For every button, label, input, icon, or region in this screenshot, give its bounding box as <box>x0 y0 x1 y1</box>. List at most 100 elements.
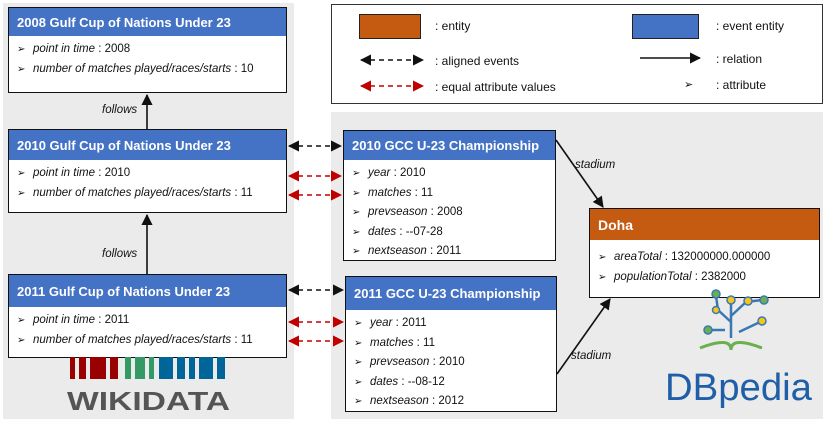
attribute-value: : 2010 <box>429 356 465 368</box>
legend-aligned-events-label: : aligned events <box>435 54 520 68</box>
attribute-row: ➢ number of matches played/races/starts :… <box>17 60 278 80</box>
attribute-bullet-icon: ➢ <box>352 168 361 179</box>
legend-equal-values-label: : equal attribute values <box>435 80 556 94</box>
attribute-row: ➢ populationTotal : 2382000 <box>598 268 811 288</box>
attribute-bullet-icon: ➢ <box>17 168 26 179</box>
attribute-bullet-icon: ➢ <box>352 207 361 218</box>
attribute-row: ➢nextseason : 2011 <box>352 242 547 262</box>
attribute-row: ➢ dates : --08-12 <box>354 373 548 393</box>
attribute-bullet-icon: ➢ <box>17 44 26 55</box>
attribute-value: : 132000000.000000 <box>661 251 771 263</box>
attribute-row: ➢prevseason : 2008 <box>352 203 547 223</box>
legend-attribute-bullet-icon: ➢ <box>684 79 694 91</box>
attribute-bullet-icon: ➢ <box>17 315 26 326</box>
node-title: 2008 Gulf Cup of Nations Under 23 <box>9 8 286 36</box>
attribute-key: prevseason <box>370 356 430 368</box>
stadium-arrow <box>555 139 604 208</box>
attribute-key: areaTotal <box>614 251 662 263</box>
attribute-row: ➢ prevseason : 2010 <box>354 353 548 373</box>
attribute-key: year <box>370 317 393 329</box>
wikidata-node-2008: 2008 Gulf Cup of Nations Under 23 ➢ point… <box>8 7 287 93</box>
attribute-bullet-icon: ➢ <box>354 357 363 368</box>
follows-label: follows <box>102 248 138 260</box>
attribute-row: ➢ point in time : 2010 <box>17 164 278 184</box>
attribute-key: number of matches played/races/starts <box>33 333 232 346</box>
attribute-value: : --07-28 <box>396 225 443 238</box>
attribute-key: matches <box>370 336 414 349</box>
node-title: 2011 GCC U-23 Championship <box>346 277 556 310</box>
attribute-bullet-icon: ➢ <box>352 187 361 199</box>
stadium-arrow <box>556 298 611 375</box>
attribute-row: ➢matches : 11 <box>354 334 548 354</box>
attribute-row: ➢dates : --07-28 <box>352 223 547 243</box>
attribute-value: : 11 <box>231 186 253 199</box>
attribute-bullet-icon: ➢ <box>598 271 607 283</box>
attribute-row: ➢areaTotal : 132000000.000000 <box>598 248 811 268</box>
attribute-bullet-icon: ➢ <box>17 63 26 75</box>
attribute-bullet-icon: ➢ <box>352 226 361 238</box>
wikidata-logo-text: WIKIDATA <box>67 386 230 416</box>
dbpedia-entity-doha: Doha ➢areaTotal : 132000000.000000 ➢ popu… <box>589 208 820 298</box>
wikidata-node-2011: 2011 Gulf Cup of Nations Under 23 ➢ point… <box>8 274 287 358</box>
node-attributes: ➢ year : 2010 ➢ matches : 11 ➢prevseason :… <box>344 160 555 262</box>
legend: : entity : event entity : aligned events… <box>331 4 823 104</box>
node-attributes: ➢ point in time : 2010 ➢ number of matches… <box>9 160 286 203</box>
attribute-bullet-icon: ➢ <box>17 334 26 346</box>
legend-event-swatch <box>632 14 699 39</box>
legend-event-entity-label: : event entity <box>716 19 785 33</box>
entity-attributes: ➢areaTotal : 132000000.000000 ➢ populatio… <box>590 240 819 287</box>
attribute-key: point in time <box>33 167 96 179</box>
attribute-key: number of matches played/races/starts <box>33 186 232 199</box>
node-title: 2011 Gulf Cup of Nations Under 23 <box>9 275 286 307</box>
attribute-value: : 2382000 <box>691 270 746 283</box>
attribute-bullet-icon: ➢ <box>354 337 363 349</box>
attribute-row: ➢year : 2011 <box>354 314 548 334</box>
attribute-value: : 11 <box>231 333 253 346</box>
node-attributes: ➢ point in time : 2008 ➢ number of matches… <box>9 36 286 79</box>
attribute-value: : 10 <box>231 62 254 75</box>
node-title: 2010 GCC U-23 Championship <box>344 131 555 160</box>
follows-label: follows <box>102 104 138 116</box>
attribute-bullet-icon: ➢ <box>354 318 363 329</box>
attribute-value: : 2011 <box>95 314 130 326</box>
node-attributes: ➢year : 2011 ➢matches : 11 ➢prevseason :… <box>346 310 556 412</box>
wikidata-barcode-icon <box>70 357 225 379</box>
attribute-bullet-icon: ➢ <box>354 376 363 388</box>
dbpedia-tree-icon <box>699 289 769 351</box>
attribute-value: : 2010 <box>95 167 131 179</box>
attribute-key: matches <box>368 186 412 199</box>
dbpedia-node-2011: 2011 GCC U-23 Championship ➢year : 2011 … <box>345 276 557 412</box>
dbpedia-logo-text: DBpedia <box>665 367 813 409</box>
legend-entity-label: : entity <box>435 19 471 33</box>
attribute-key: year <box>368 167 391 179</box>
attribute-key: populationTotal <box>614 270 692 283</box>
attribute-row: ➢ number of matches played/races/starts :… <box>17 184 278 204</box>
attribute-key: dates <box>370 375 399 388</box>
attribute-value: : 2010 <box>390 167 426 179</box>
entity-title: Doha <box>590 209 819 240</box>
legend-entity-swatch <box>359 14 421 39</box>
attribute-bullet-icon: ➢ <box>352 246 361 257</box>
attribute-row: ➢nextseason : 2012 <box>354 392 548 412</box>
attribute-row: ➢ year : 2010 <box>352 164 547 184</box>
attribute-row: ➢ point in time : 2008 <box>17 40 278 60</box>
attribute-value: : --08-12 <box>398 375 445 388</box>
attribute-row: ➢ matches : 11 <box>352 184 547 204</box>
legend-relation-label: : relation <box>716 52 763 66</box>
attribute-key: point in time <box>33 43 96 55</box>
attribute-value: : 2008 <box>95 43 131 55</box>
attribute-row: ➢ number of matches played/races/starts :… <box>17 331 278 351</box>
attribute-key: nextseason <box>370 395 429 407</box>
attribute-key: point in time <box>33 314 96 326</box>
wikidata-node-2010: 2010 Gulf Cup of Nations Under 23 ➢point… <box>8 129 287 213</box>
stadium-label: stadium <box>575 159 616 171</box>
attribute-value: : 2008 <box>427 206 463 218</box>
attribute-bullet-icon: ➢ <box>17 187 26 199</box>
attribute-value: : 2011 <box>426 245 462 257</box>
legend-attribute-label: : attribute <box>716 78 767 92</box>
attribute-value: : 11 <box>411 186 433 199</box>
attribute-row: ➢ point in time : 2011 <box>17 311 278 331</box>
attribute-key: number of matches played/races/starts <box>33 62 232 75</box>
attribute-bullet-icon: ➢ <box>354 396 363 407</box>
